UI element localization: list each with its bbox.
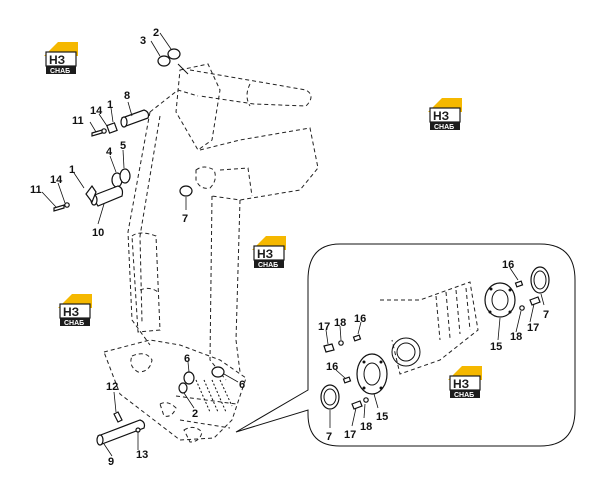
callout-11-top: 11	[72, 115, 84, 127]
callout-2-bottom: 2	[192, 408, 198, 420]
pin-16-upper	[352, 334, 362, 342]
seal-6-right	[211, 366, 225, 378]
bolt-17-right	[529, 296, 541, 306]
callout-4: 4	[106, 146, 113, 158]
callout-17-upper: 17	[318, 321, 330, 333]
callout-6-left: 6	[184, 353, 190, 365]
callout-10: 10	[92, 227, 104, 239]
logo-watermark-2: НЗ СНАБ	[427, 97, 463, 131]
logo-watermark-5: НЗ СНАБ	[447, 365, 483, 399]
svg-text:НЗ: НЗ	[257, 247, 273, 261]
plate-1-top	[106, 122, 118, 134]
washer-13	[135, 427, 141, 433]
pin-16-right	[514, 280, 524, 288]
flange-15-left	[356, 353, 388, 395]
callout-16-upper: 16	[354, 313, 366, 325]
callout-18-upper: 18	[334, 317, 346, 329]
seal-2-left	[178, 382, 188, 394]
callout-2-top: 2	[153, 27, 159, 39]
logo-watermark-3: НЗ СНАБ	[251, 235, 287, 269]
callout-7-right: 7	[543, 309, 549, 321]
bolt-17-lower	[351, 400, 363, 410]
callout-11-mid: 11	[30, 184, 42, 196]
callout-14-top: 14	[90, 105, 103, 117]
washer-5	[119, 168, 131, 184]
svg-text:СНАБ: СНАБ	[434, 124, 454, 131]
svg-text:НЗ: НЗ	[453, 377, 469, 391]
callout-15-right: 15	[490, 341, 502, 353]
bolt-12	[113, 411, 123, 423]
bolt-17-upper	[323, 343, 335, 353]
pin-10	[85, 184, 124, 207]
detail-arm-outline	[380, 281, 479, 375]
washer-18-upper	[338, 340, 344, 346]
svg-text:НЗ: НЗ	[49, 53, 65, 67]
washer-3	[157, 55, 171, 67]
detail-bubble	[235, 243, 576, 447]
callout-6-right: 6	[239, 379, 245, 391]
callout-16-lower: 16	[326, 361, 338, 373]
logo-watermark-4: НЗ СНАБ	[57, 293, 93, 327]
washer-18-lower	[363, 397, 369, 403]
svg-text:СНАБ: СНАБ	[454, 392, 474, 399]
callout-7-left: 7	[326, 431, 332, 443]
leader-lines	[41, 32, 545, 457]
callout-14-mid: 14	[50, 174, 63, 186]
callout-labels: 3 2 8 14 1 11 4 5 1 14 11 10 7 6 2 6 12 …	[30, 27, 549, 468]
callout-13: 13	[136, 449, 148, 461]
svg-text:СНАБ: СНАБ	[64, 320, 84, 327]
svg-text:НЗ: НЗ	[433, 109, 449, 123]
washer-2-top	[167, 48, 181, 60]
callout-1-mid: 1	[69, 164, 75, 176]
callout-1-top: 1	[107, 99, 113, 111]
callout-5: 5	[120, 140, 126, 152]
callout-15-left: 15	[376, 411, 388, 423]
callout-3: 3	[140, 35, 146, 47]
pin-9	[96, 419, 146, 446]
callout-9: 9	[108, 456, 114, 468]
arm-outline	[103, 63, 319, 443]
washer-14-mid	[64, 202, 70, 208]
pin-16-lower	[342, 376, 352, 384]
callout-16-right: 16	[502, 259, 514, 271]
callout-8: 8	[124, 90, 130, 102]
pin-8	[120, 109, 150, 128]
seal-7-mid	[179, 185, 193, 197]
washer-18-right	[519, 305, 525, 311]
callout-18-lower: 18	[360, 421, 372, 433]
callout-17-lower: 17	[344, 429, 356, 441]
flange-15-right	[484, 282, 516, 318]
svg-text:СНАБ: СНАБ	[50, 68, 70, 75]
svg-text:СНАБ: СНАБ	[258, 262, 278, 269]
bolt-11-mid	[53, 204, 65, 212]
logo-watermark-1: НЗ СНАБ	[43, 41, 79, 75]
svg-text:НЗ: НЗ	[63, 305, 79, 319]
callout-18-right: 18	[510, 331, 522, 343]
bolt-11-top	[91, 129, 103, 137]
callout-7-mid: 7	[182, 213, 188, 225]
seal-6-left	[183, 371, 195, 385]
callout-17-right: 17	[527, 322, 539, 334]
callout-12: 12	[106, 381, 118, 393]
